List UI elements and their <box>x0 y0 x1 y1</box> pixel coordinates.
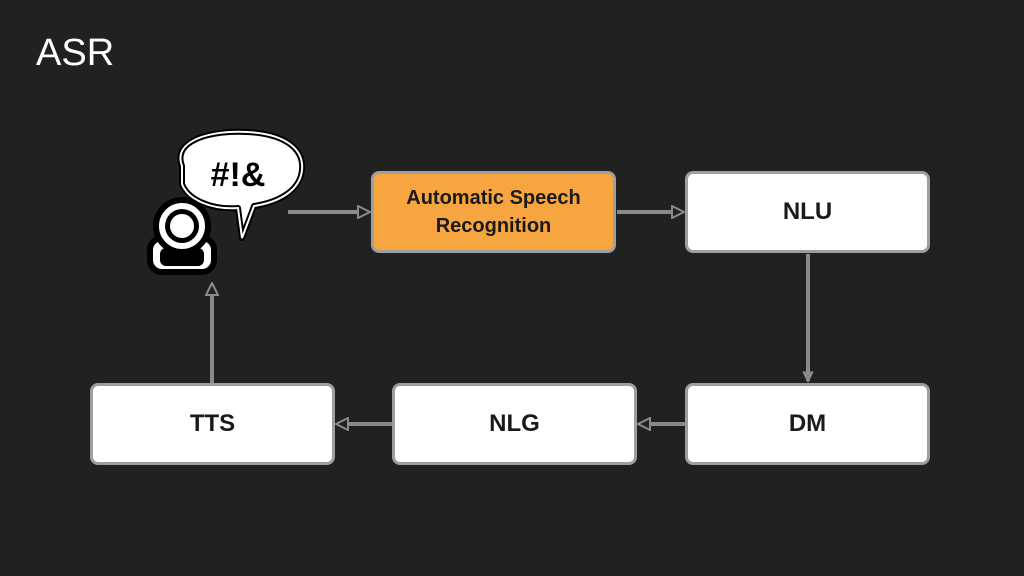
speech-symbols: #!& <box>211 156 266 194</box>
tts-box: TTS <box>90 383 335 465</box>
speaking-user-icon: #!& <box>142 126 312 278</box>
nlu-label: NLU <box>782 198 833 225</box>
nlg-label: NLG <box>489 410 540 437</box>
dm-label: DM <box>788 410 827 437</box>
nlu-box: NLU <box>685 171 930 253</box>
asr-label-line1: Automatic Speech <box>406 187 581 209</box>
tts-label: TTS <box>189 410 236 437</box>
nlg-box: NLG <box>392 383 637 465</box>
person-icon <box>147 197 217 275</box>
asr-label: Automatic Speech Recognition <box>406 184 580 240</box>
asr-label-line2: Recognition <box>435 215 552 237</box>
asr-box: Automatic Speech Recognition <box>371 171 616 253</box>
slide-title: ASR <box>36 32 115 74</box>
dm-box: DM <box>685 383 930 465</box>
